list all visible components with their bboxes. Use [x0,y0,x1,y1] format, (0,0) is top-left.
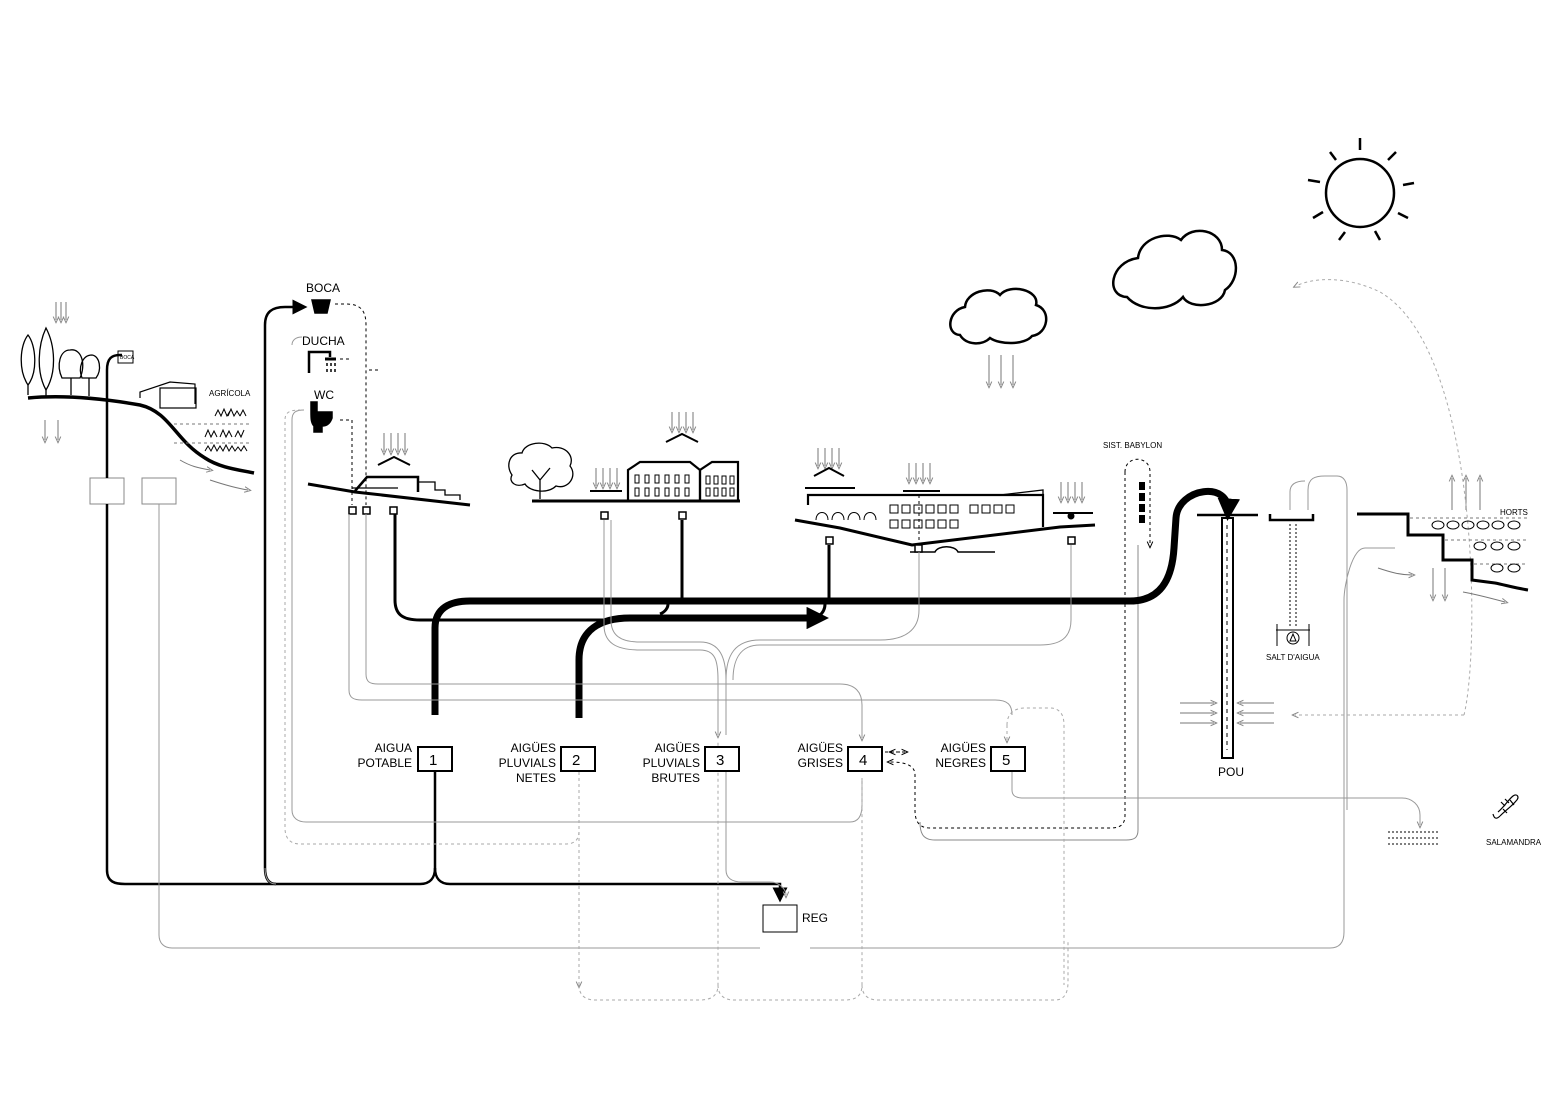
terraces-terrain [1357,512,1529,592]
svg-text:1: 1 [429,752,437,769]
grey-pipes-fixtures [291,336,305,427]
category-grises: 4 AIGÜES GRISES [798,741,883,772]
shower-icon [307,350,336,373]
svg-text:NEGRES: NEGRES [935,756,986,770]
svg-text:GRISES: GRISES [798,756,843,770]
vegetables-icon [1431,520,1521,573]
crops-icon [204,407,248,453]
salamander-icon [1492,794,1519,819]
tree-icon [508,442,574,499]
grey-dashed-network [284,409,1069,1001]
groundwater-arrows [1180,703,1274,723]
drain-node [1067,512,1075,520]
svg-text:AIGUA: AIGUA [375,741,412,755]
babylon-filter-icon [1139,482,1145,523]
pou-label: POU [1218,765,1244,779]
category-potable: 1 AIGUA POTABLE [358,741,453,772]
reg-label: REG [802,911,828,925]
wc-label: WC [314,388,334,402]
pipe-nodes [348,506,398,515]
svg-text:AIGÜES: AIGÜES [511,741,556,755]
barn-icon [139,381,197,409]
boca-small-label: BOCA [120,355,135,361]
cloud-icon [1112,229,1238,310]
roof-marker [813,466,845,477]
fixture-drains [335,303,378,505]
school-building-icon [806,489,1045,529]
boca-label: BOCA [306,281,340,295]
svg-text:AIGÜES: AIGÜES [941,741,986,755]
babylon-loop [1124,458,1150,545]
category-negres: 5 AIGÜES NEGRES [935,741,1026,772]
valve-box [89,477,125,505]
soakaway-icon [1388,831,1440,845]
rain-icon [989,355,1013,385]
category-pluvials-netes: 2 AIGÜES PLUVIALS NETES [499,741,596,785]
evaporation-return-arrow [1296,279,1473,716]
terrain-left [27,395,255,475]
babylon-grey-return [919,545,1139,841]
category-pluvials-brutes: 3 AIGÜES PLUVIALS BRUTES [643,741,740,785]
infiltration-arrows [1377,567,1505,602]
agricola-label: AGRÍCOLA [209,389,251,398]
salamandra-label: SALAMANDRA [1486,838,1542,847]
rain-icon [45,302,1082,500]
svg-text:AIGÜES: AIGÜES [655,741,700,755]
drip-lines [174,423,252,444]
terrain-segment [307,482,471,507]
rain-cloud-icon [949,287,1048,345]
horts-label: HORTS [1500,508,1528,517]
svg-text:BRUTES: BRUTES [651,771,700,785]
drinking-glass-icon [311,299,331,314]
well-icon [1197,513,1258,759]
svg-text:PLUVIALS: PLUVIALS [499,756,556,770]
reg-tank [762,904,798,933]
trees-icon [20,326,101,398]
terrain-segment [794,518,1096,547]
svg-text:3: 3 [716,752,724,769]
svg-text:5: 5 [1002,752,1010,769]
house-icon [352,455,461,500]
terrace-lines [1410,517,1528,565]
pipe-nodes [600,511,687,520]
babylon-grey-return [890,472,1126,829]
masia-building-icon [626,432,740,500]
ducha-label: DUCHA [302,334,345,348]
grey-pipe-network [158,427,1420,949]
svg-text:PLUVIALS: PLUVIALS [643,756,700,770]
rainwater-trunk [393,487,1240,718]
babylon-label: SIST. BABYLON [1103,441,1162,450]
cistern-icon [910,546,995,553]
sun-icon [1307,138,1415,241]
waterfall-icon [1268,514,1315,646]
svg-text:4: 4 [859,752,867,769]
svg-text:POTABLE: POTABLE [358,756,412,770]
svg-text:AIGÜES: AIGÜES [798,741,843,755]
svg-text:NETES: NETES [516,771,556,785]
toilet-icon [310,401,333,433]
svg-text:2: 2 [572,752,580,769]
valve-box [141,477,177,505]
salt-aigua-label: SALT D'AIGUA [1266,653,1320,662]
infiltration-arrows [179,459,248,490]
